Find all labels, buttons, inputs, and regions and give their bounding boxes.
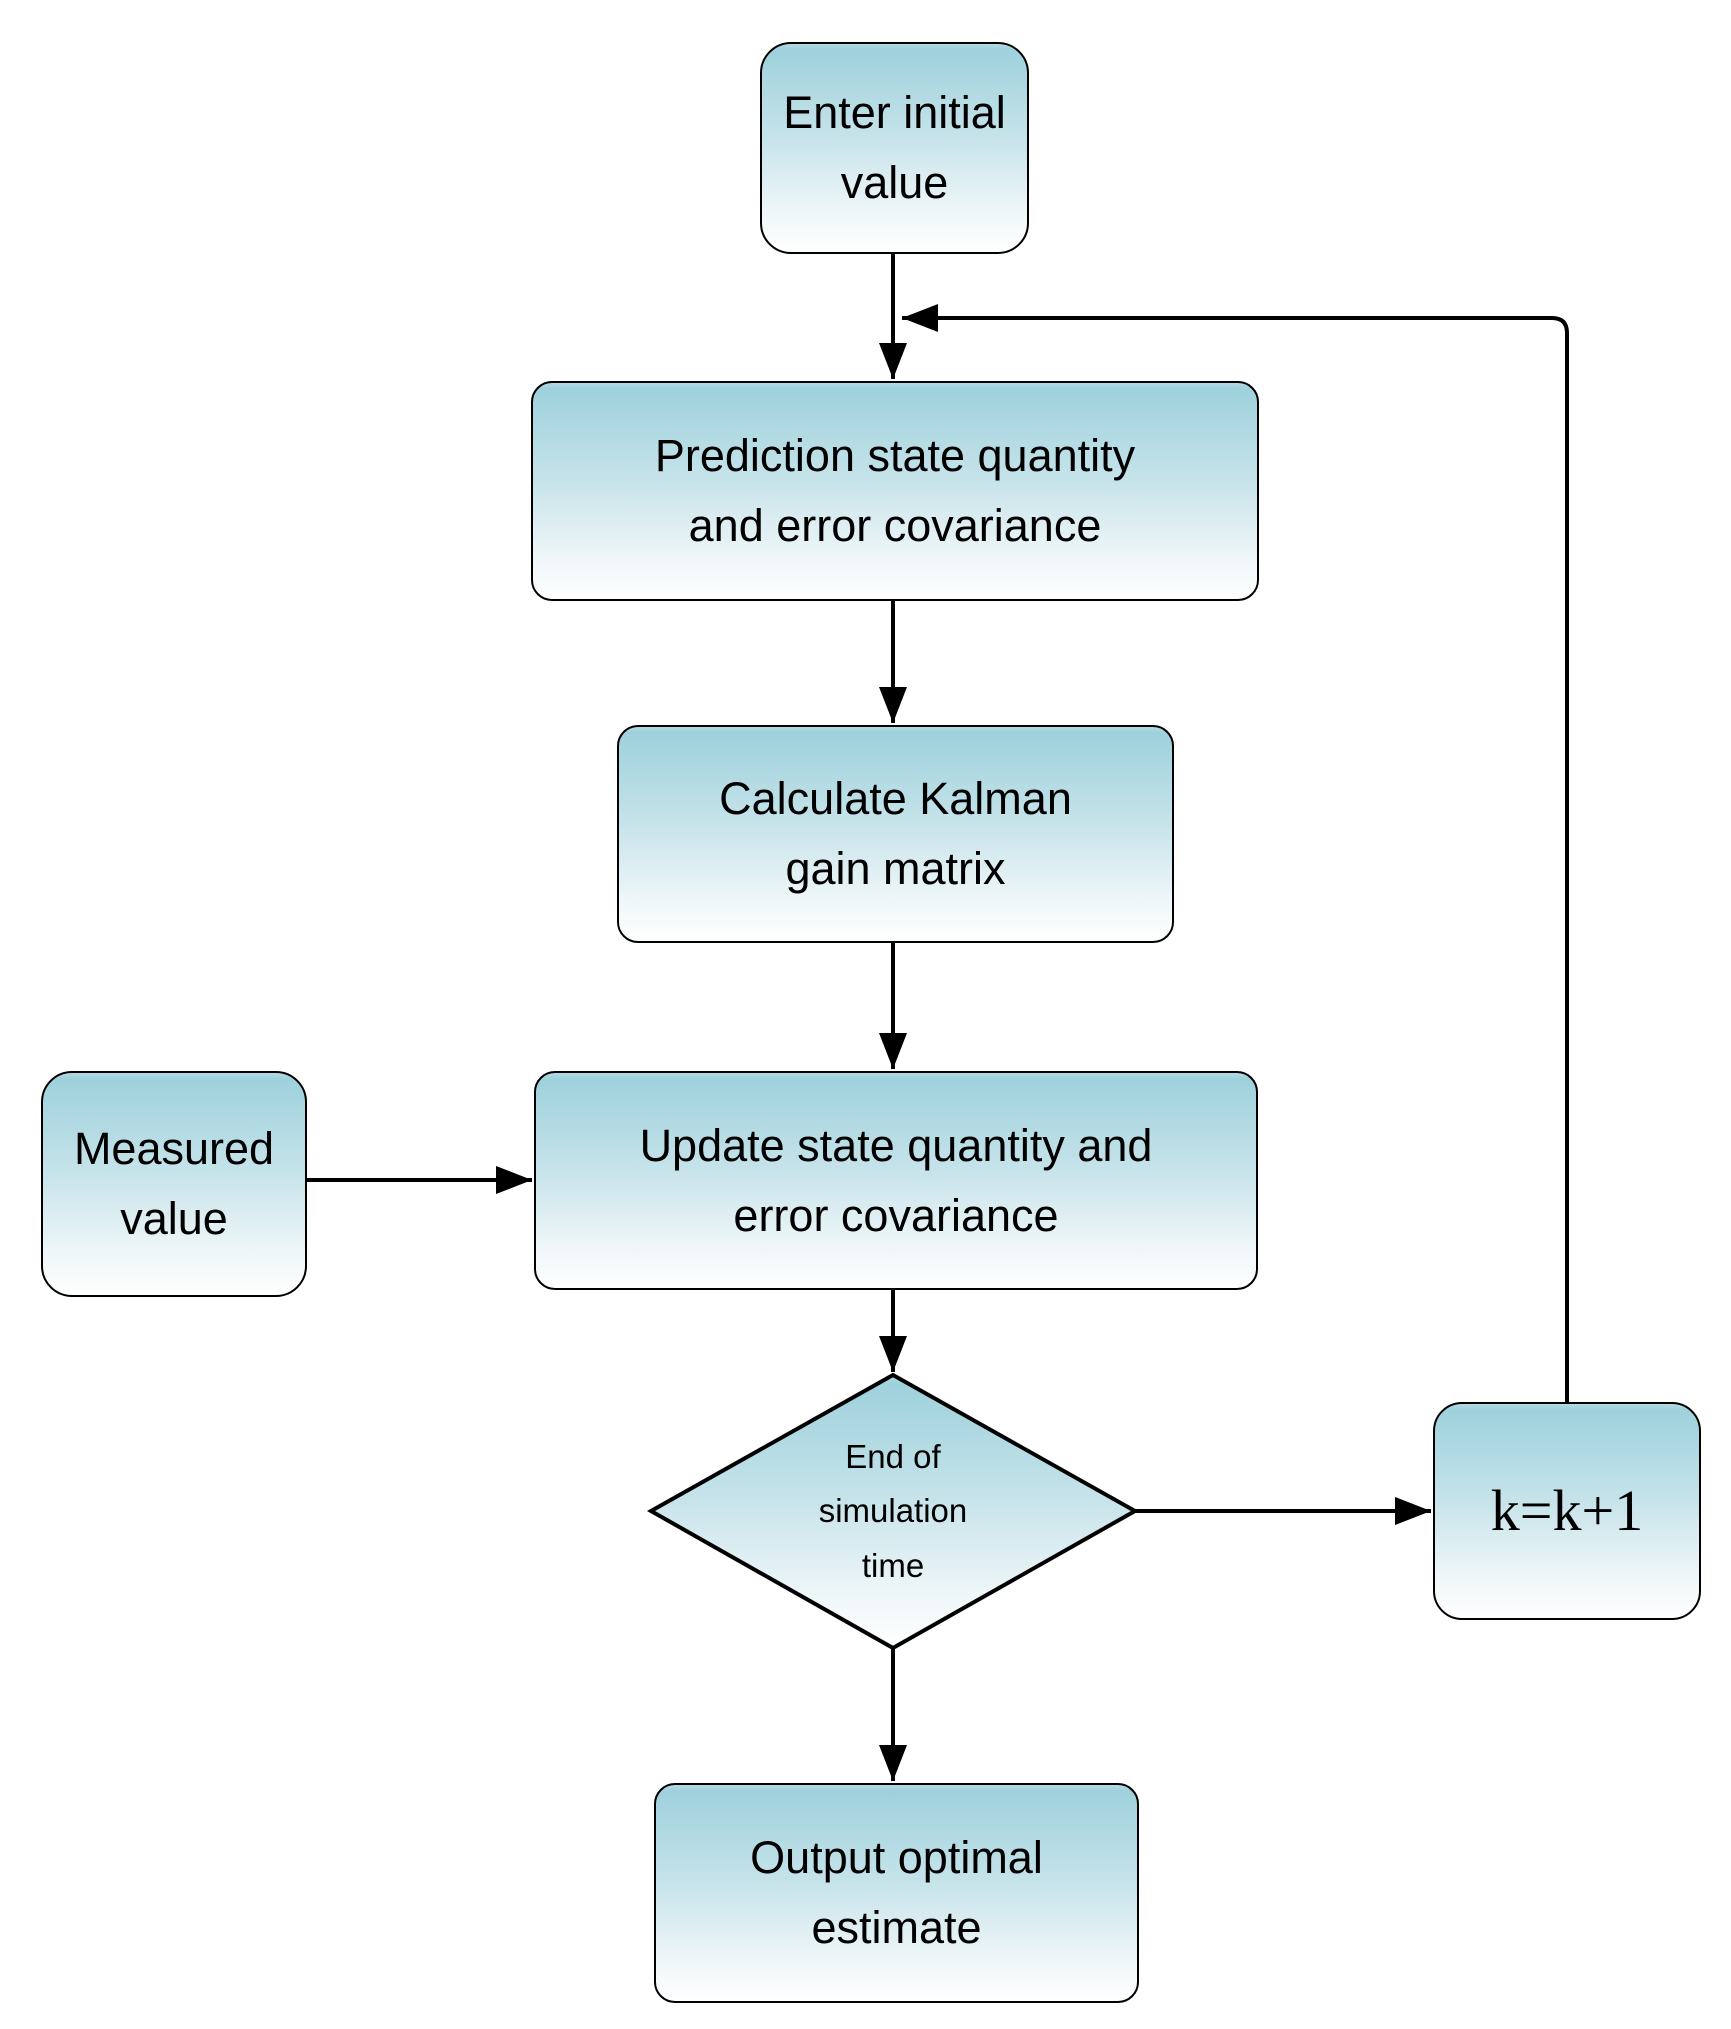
label-line: simulation bbox=[818, 1492, 968, 1530]
update-label: Update state quantity and error covarian… bbox=[535, 1072, 1257, 1289]
kalman-gain-box bbox=[617, 725, 1174, 943]
arrow-feedback-increment-to-prediction bbox=[902, 304, 1569, 1403]
label-line: gain matrix bbox=[785, 843, 1006, 894]
decision-diamond bbox=[646, 1372, 1140, 1651]
label-line: value bbox=[840, 157, 949, 208]
label-line: time bbox=[861, 1546, 925, 1584]
label-line: error covariance bbox=[733, 1189, 1059, 1241]
measured-value-label: Measured value bbox=[42, 1072, 306, 1296]
increment-label: k=k+1 bbox=[1434, 1403, 1700, 1619]
measured-value-box bbox=[41, 1071, 307, 1297]
increment-box bbox=[1433, 1402, 1701, 1620]
label-line: Update state quantity and bbox=[639, 1119, 1153, 1171]
output-label: Output optimal estimate bbox=[655, 1784, 1138, 2002]
enter-initial-value-box bbox=[760, 42, 1029, 254]
label-line: Output optimal bbox=[750, 1832, 1043, 1884]
kalman-gain-label: Calculate Kalman gain matrix bbox=[618, 726, 1173, 942]
label-line: Enter initial bbox=[783, 87, 1006, 139]
prediction-box bbox=[531, 381, 1259, 601]
label-line: Calculate Kalman bbox=[719, 773, 1072, 825]
update-box bbox=[534, 1071, 1258, 1290]
label-line: End of bbox=[845, 1437, 941, 1475]
prediction-label: Prediction state quantity and error cova… bbox=[532, 382, 1258, 600]
label-line: and error covariance bbox=[688, 500, 1102, 551]
label-line: Prediction state quantity bbox=[654, 430, 1136, 482]
label-line: k=k+1 bbox=[1490, 1478, 1644, 1544]
label-line: value bbox=[120, 1193, 228, 1244]
label-line: Measured bbox=[73, 1123, 275, 1175]
enter-initial-value-label: Enter initial value bbox=[761, 43, 1028, 253]
label-line: estimate bbox=[811, 1902, 982, 1953]
output-box bbox=[654, 1783, 1139, 2003]
decision-label: End of simulation time bbox=[651, 1375, 1135, 1648]
